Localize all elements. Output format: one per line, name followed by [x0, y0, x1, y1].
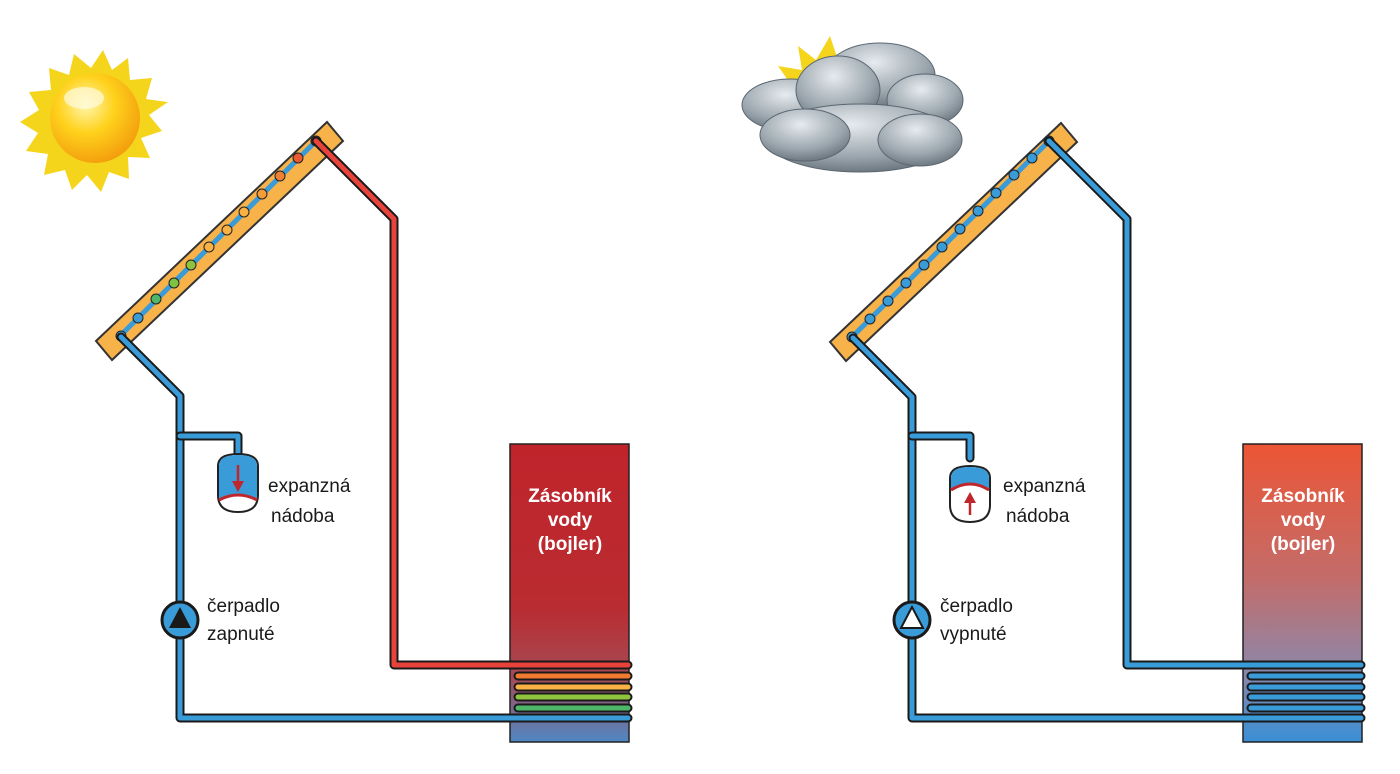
tank-label-line-2: vody [548, 510, 593, 531]
pump-off-icon [892, 600, 932, 640]
expansion-vessel [949, 464, 991, 524]
tank-label-line-3: (bojler) [1271, 534, 1335, 555]
tank-label-line-1: Zásobník [1261, 486, 1345, 507]
cloud-icon [741, 42, 964, 173]
water-tank [1242, 443, 1363, 743]
heat-exchanger-coil [1246, 671, 1366, 713]
right-system: Zásobník vody (bojler) [741, 36, 1366, 743]
solar-collector [94, 120, 345, 362]
cold-pipe [848, 136, 1366, 723]
heat-exchanger-coil [513, 671, 633, 713]
pump-label-line-1: čerpadlo [207, 596, 280, 617]
tank-label-line-1: Zásobník [528, 486, 612, 507]
expansion-label-line-2: nádoba [271, 506, 335, 527]
pump-on-icon [160, 600, 200, 640]
sun-icon [20, 50, 168, 192]
left-system: Zásobník vody (bojler) [20, 50, 633, 743]
pump-label-line-2: vypnuté [940, 624, 1007, 645]
pump-label-line-2: zapnuté [207, 624, 275, 645]
arrow-down-icon [232, 465, 244, 492]
expansion-vessel [217, 452, 259, 514]
expansion-label-line-1: expanzná [268, 476, 351, 497]
tank-label-line-3: (bojler) [538, 534, 602, 555]
tank-label-line-2: vody [1281, 510, 1326, 531]
pump-label-line-1: čerpadlo [940, 596, 1013, 617]
hot-pipe [311, 136, 633, 670]
expansion-label-line-2: nádoba [1006, 506, 1070, 527]
cold-pipe [116, 332, 633, 723]
water-tank [509, 443, 630, 743]
expansion-label-line-1: expanzná [1003, 476, 1086, 497]
arrow-up-icon [964, 492, 976, 515]
